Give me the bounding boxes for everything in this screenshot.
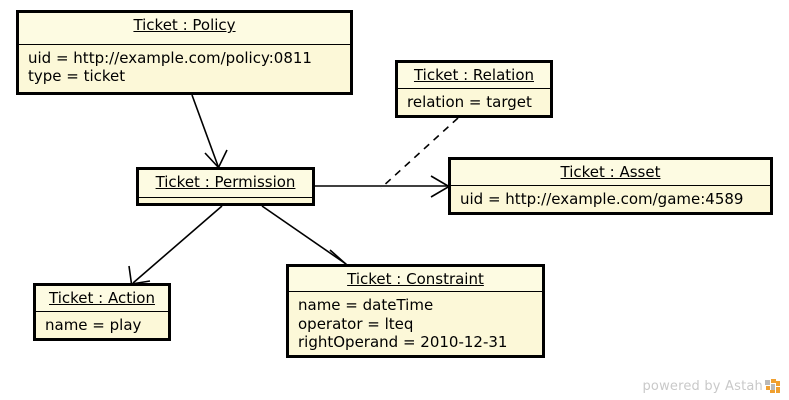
link-permission-to-constraint[interactable] — [261, 205, 349, 269]
attribute-row: name = dateTime — [298, 296, 434, 315]
link-permission-to-asset[interactable] — [315, 175, 451, 198]
object-attributes-asset: uid = http://example.com/game:4589 — [451, 185, 770, 212]
attribute-row: uid = http://example.com/policy:0811 — [28, 49, 312, 67]
object-attributes-constraint: name = dateTime operator = lteq rightOpe… — [289, 292, 542, 356]
watermark: powered by Astah — [642, 379, 781, 394]
object-title-policy: Ticket : Policy — [19, 13, 350, 45]
object-node-action[interactable]: Ticket : Action name = play — [33, 283, 171, 341]
link-relation-dependency[interactable] — [380, 117, 459, 189]
object-title-action: Ticket : Action — [36, 286, 168, 312]
object-node-constraint[interactable]: Ticket : Constraint name = dateTime oper… — [286, 264, 545, 358]
object-node-relation[interactable]: Ticket : Relation relation = target — [395, 60, 553, 118]
attribute-row: operator = lteq — [298, 314, 414, 333]
link-policy-to-permission[interactable] — [191, 94, 228, 169]
link-permission-to-action[interactable] — [128, 205, 223, 285]
object-title-asset: Ticket : Asset — [451, 160, 770, 186]
attribute-row: type = ticket — [28, 67, 126, 86]
object-attributes-permission — [139, 198, 312, 203]
object-title-relation: Ticket : Relation — [398, 63, 550, 89]
object-attributes-relation: relation = target — [398, 88, 550, 115]
object-title-permission: Ticket : Permission — [139, 170, 312, 198]
object-node-permission[interactable]: Ticket : Permission — [136, 167, 315, 206]
watermark-label: powered by Astah — [642, 379, 763, 394]
astah-logo-icon — [765, 379, 780, 393]
object-attributes-action: name = play — [36, 311, 168, 338]
attribute-row: relation = target — [407, 92, 532, 111]
attribute-row: uid = http://example.com/game:4589 — [460, 189, 744, 208]
object-attributes-policy: uid = http://example.com/policy:0811 typ… — [19, 45, 350, 92]
object-node-asset[interactable]: Ticket : Asset uid = http://example.com/… — [448, 157, 773, 215]
object-title-constraint: Ticket : Constraint — [289, 267, 542, 293]
attribute-row: name = play — [45, 315, 142, 334]
object-node-policy[interactable]: Ticket : Policy uid = http://example.com… — [16, 10, 353, 95]
attribute-row: rightOperand = 2010-12-31 — [298, 332, 508, 351]
